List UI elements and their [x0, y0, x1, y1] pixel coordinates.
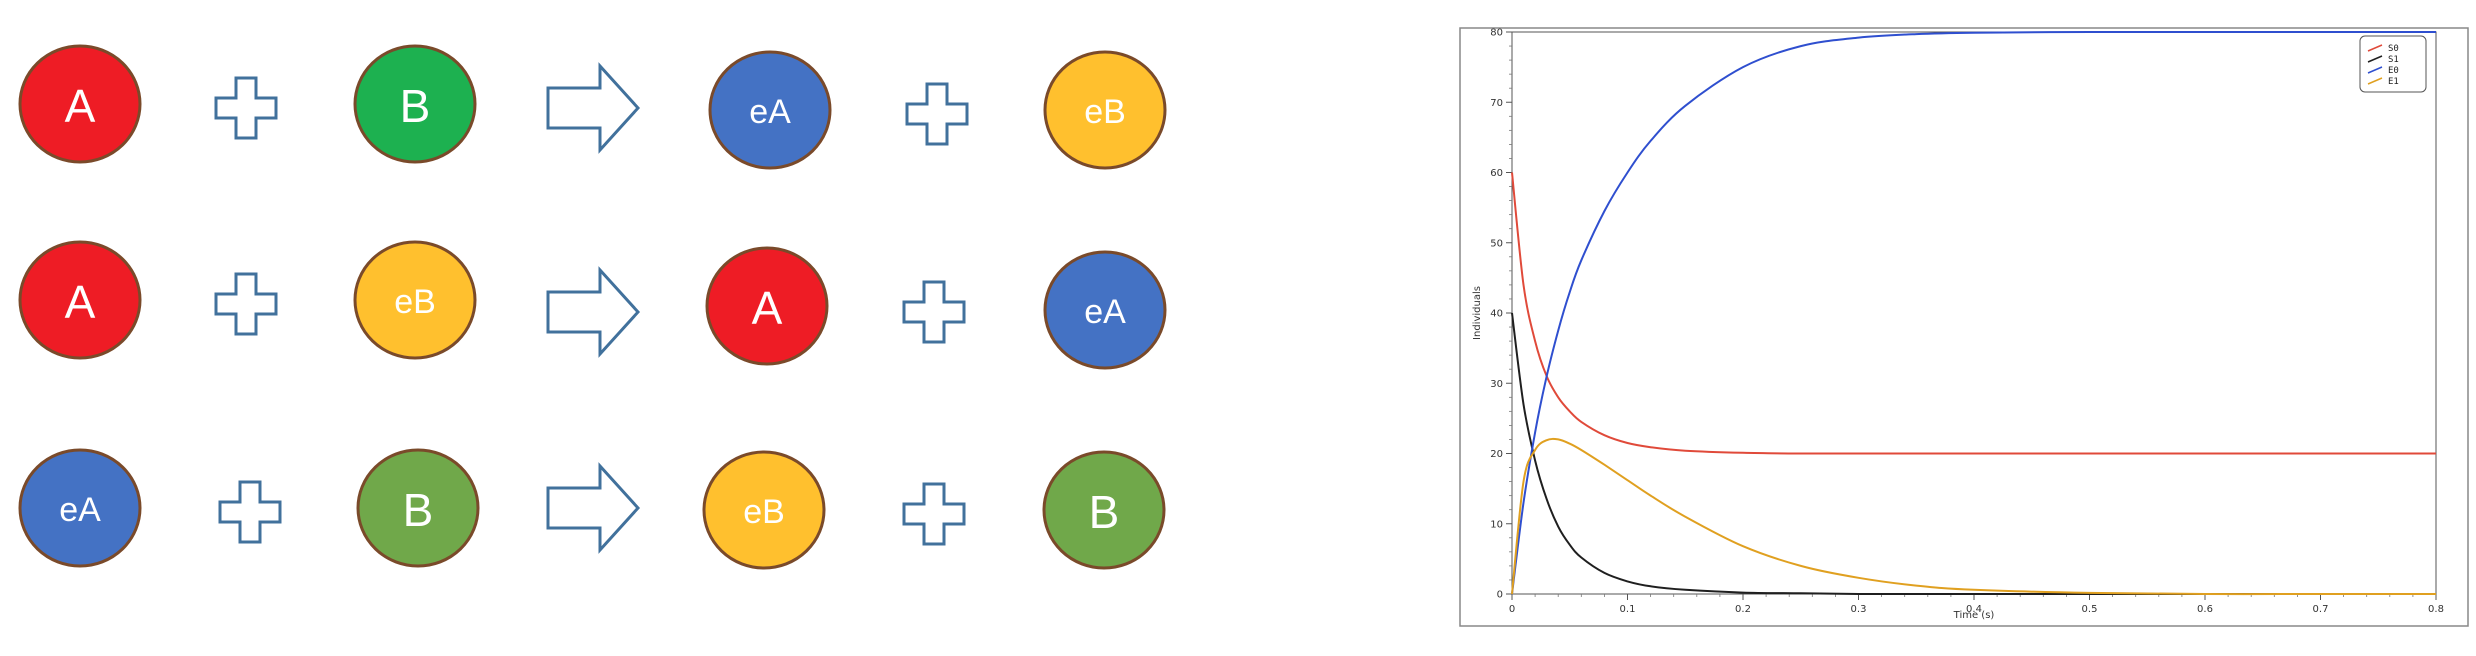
- plus-icon: [905, 82, 969, 146]
- reaction-row-1: A B eA eB: [18, 44, 1167, 170]
- reaction-row-3: eA B eB B: [18, 448, 1166, 570]
- legend-swatch: [2367, 77, 2383, 85]
- legend-box: [2359, 35, 2427, 93]
- y-tick-label: 10: [1490, 519, 1503, 530]
- product-1-circle: [705, 246, 829, 366]
- y-tick-label: 20: [1490, 449, 1503, 460]
- product-1-circle: [702, 450, 826, 570]
- y-tick-label: 0: [1497, 590, 1503, 601]
- y-tick-label: 80: [1490, 28, 1503, 39]
- reactant-2-circle: [356, 448, 480, 568]
- arrow-icon: [546, 62, 641, 154]
- x-tick-label: 0.4: [1966, 604, 1982, 615]
- x-tick-label: 0.3: [1851, 604, 1867, 615]
- legend-label: E1: [2388, 77, 2399, 87]
- series-line-e0: [1511, 30, 2436, 595]
- line-chart: 0 10 20 30 40 50 60 70 80 0 0.1 0.2 0.3 0.4 0.5 0.6 0.7…: [1459, 27, 2469, 627]
- plus-icon: [214, 272, 278, 336]
- reactant-1-circle: [18, 44, 142, 164]
- y-tick-label: 50: [1490, 238, 1503, 249]
- reactant-1-circle: [18, 240, 142, 360]
- reactant-2-label: eB: [394, 283, 436, 321]
- x-axis: 0 0.1 0.2 0.3 0.4 0.5 0.6 0.7 0.8: [1509, 594, 2444, 615]
- y-tick-label: 70: [1490, 98, 1503, 109]
- x-tick-label: 0.7: [2313, 604, 2329, 615]
- plus-icon: [902, 280, 966, 344]
- legend-label: E0: [2388, 66, 2399, 76]
- x-tick-label: 0.1: [1620, 604, 1636, 615]
- product-2-label: eA: [1084, 293, 1126, 331]
- legend-label: S0: [2388, 44, 2399, 54]
- product-2-circle: [1042, 450, 1166, 570]
- y-axis-title: Individuals: [1472, 286, 1483, 340]
- x-tick-label: 0: [1509, 604, 1515, 615]
- reaction-row-2: A eB A eA: [18, 240, 1167, 370]
- y-tick-label: 30: [1490, 379, 1503, 390]
- x-tick-label: 0.8: [2428, 604, 2444, 615]
- series-line-e1: [1511, 437, 2436, 596]
- product-1-circle: [708, 50, 832, 170]
- x-tick-label: 0.6: [2197, 604, 2213, 615]
- reactant-1-label: A: [65, 80, 96, 132]
- reactant-2-circle: [353, 240, 477, 360]
- plus-icon: [218, 480, 282, 544]
- reactant-2-label: B: [400, 80, 431, 132]
- legend-swatch: [2367, 44, 2383, 52]
- reactant-1-label: A: [65, 276, 96, 328]
- product-2-circle: [1043, 50, 1167, 170]
- x-axis-title: Time (s): [1953, 610, 1995, 621]
- series-lines: [1511, 30, 2436, 596]
- arrow-icon: [546, 266, 641, 358]
- product-2-label: B: [1089, 486, 1120, 538]
- reactant-2-label: B: [403, 484, 434, 536]
- y-axis: 0 10 20 30 40 50 60 70 80: [1490, 28, 1512, 601]
- x-tick-label: 0.2: [1735, 604, 1751, 615]
- product-1-label: eA: [749, 93, 791, 131]
- y-tick-label: 40: [1490, 309, 1503, 320]
- arrow-icon: [546, 462, 641, 554]
- plus-icon: [214, 76, 278, 140]
- reactant-2-circle: [353, 44, 477, 164]
- reaction-diagram: A B eA eB A eB A eA eA: [18, 44, 1167, 570]
- product-1-label: eB: [743, 493, 785, 531]
- plus-icon: [902, 482, 966, 546]
- legend-swatch: [2367, 66, 2383, 74]
- reactant-1-circle: [18, 448, 142, 568]
- product-2-label: eB: [1084, 93, 1126, 131]
- legend-label: S1: [2388, 55, 2399, 65]
- reactant-1-label: eA: [59, 491, 101, 529]
- product-1-label: A: [752, 282, 783, 334]
- legend-swatch: [2367, 55, 2383, 63]
- product-2-circle: [1043, 250, 1167, 370]
- plot-area: [1511, 31, 2437, 595]
- x-tick-label: 0.5: [2082, 604, 2098, 615]
- y-tick-label: 60: [1490, 168, 1503, 179]
